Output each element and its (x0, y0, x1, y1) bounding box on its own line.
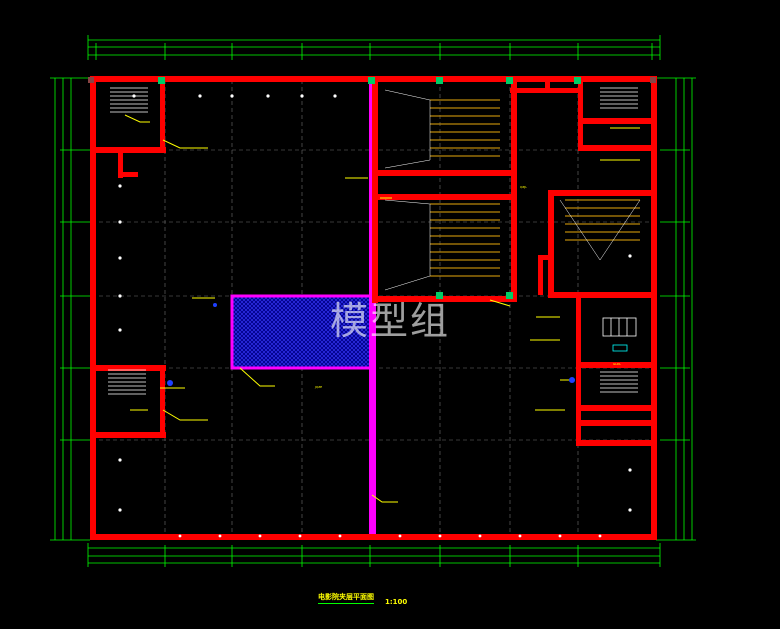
auditorium-seating (430, 99, 640, 277)
stair-core-walls (92, 78, 653, 446)
watermark-text: 模型组 (330, 299, 451, 343)
auditorium-screen-lines (384, 89, 641, 291)
stair-treads (108, 87, 638, 395)
top-dimension-lines (87, 35, 661, 60)
svg-text:QZJL: QZJL (520, 185, 527, 189)
fire-equipment (167, 303, 628, 386)
drawing-title: 电影院夹层平面图 (318, 592, 374, 604)
left-dimension-lines (50, 77, 90, 541)
bottom-dimension-lines (87, 543, 661, 567)
equipment-box-lines (610, 318, 628, 336)
magenta-partition (369, 80, 376, 536)
annotation-leaders (124, 114, 640, 503)
right-dimension-lines (656, 77, 696, 541)
corner-columns (88, 77, 656, 299)
room-tags: JQZE QZJL GLDL (314, 185, 621, 389)
drawing-scale: 1:100 (385, 598, 408, 606)
svg-text:GLDL: GLDL (613, 362, 621, 366)
svg-text:JQZE: JQZE (314, 385, 322, 389)
equipment-box (602, 317, 637, 337)
auditorium-walls (372, 78, 653, 303)
hatched-void-area (230, 294, 374, 370)
